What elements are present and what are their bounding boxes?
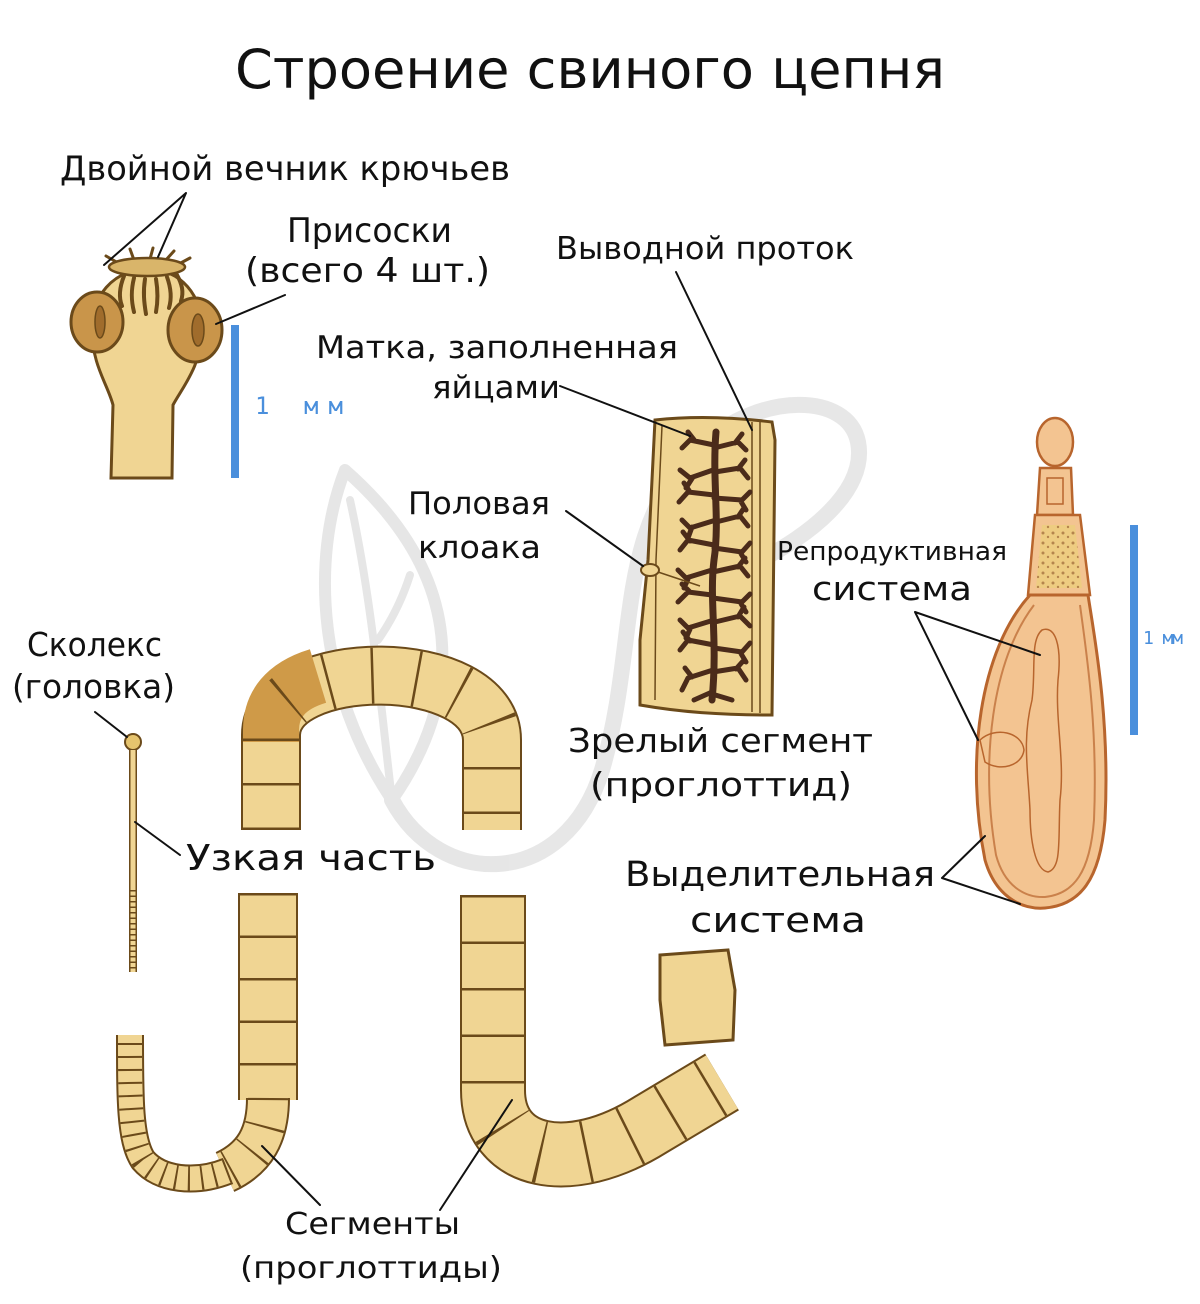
page-title: Строение свиного цепня xyxy=(235,38,945,101)
hook xyxy=(165,275,173,310)
label-mature-segment-line2: (проглоттид) xyxy=(590,765,852,804)
uterus-blob xyxy=(1025,628,1063,873)
label-mature-segment-line1: Зрелый сегмент xyxy=(568,721,873,760)
hook-crown xyxy=(107,256,187,278)
label-uterus-line1: Матка, заполненная xyxy=(316,330,678,366)
leader-hooks xyxy=(103,192,187,266)
leader-lines xyxy=(94,192,1041,1211)
leader-reproductive xyxy=(914,611,1041,741)
scale-bar-left xyxy=(231,325,239,478)
detached-segment xyxy=(658,948,737,1047)
label-scale-left: 1 мм xyxy=(255,392,343,420)
leader-uterus xyxy=(559,385,691,437)
hook xyxy=(129,276,136,314)
uterus-branches xyxy=(675,429,753,703)
label-excretory-line1: Выделительная xyxy=(625,855,935,895)
strobila-drawing xyxy=(116,645,739,1193)
label-hooks: Двойной вечник крючьев xyxy=(60,149,510,189)
label-cloaca-line1: Половая xyxy=(408,486,550,522)
segment-body xyxy=(638,415,777,717)
leader-duct xyxy=(675,271,753,431)
leader-cloaca xyxy=(565,510,644,567)
mature-segment-drawing xyxy=(638,415,777,717)
label-duct: Выводной проток xyxy=(556,231,854,267)
label-segments-line2: (проглоттиды) xyxy=(240,1251,502,1286)
label-scale-right: 1 мм xyxy=(1143,628,1183,649)
arch-dark-segments xyxy=(243,649,328,742)
label-scolex-line2: (головка) xyxy=(12,667,175,706)
sucker-right-slit xyxy=(191,313,205,347)
neck-speckle xyxy=(1036,525,1082,588)
leader-excretory xyxy=(941,835,1021,905)
label-reproductive-line1: Репродуктивная xyxy=(777,537,1007,567)
ovary-lobe xyxy=(979,731,1025,768)
label-neck: Узкая часть xyxy=(186,838,436,879)
left-curve-fill xyxy=(215,1097,288,1191)
label-suckers-line1: Присоски xyxy=(287,211,452,251)
label-uterus-line2: яйцами xyxy=(432,370,560,406)
hooks xyxy=(117,273,185,316)
leader-scolex xyxy=(94,711,128,738)
scale-bar-right xyxy=(1130,525,1138,735)
vagina-duct xyxy=(654,570,701,587)
label-segments-line1: Сегменты xyxy=(285,1207,460,1242)
scolex-drawing xyxy=(69,246,224,480)
excretory-canal-outline xyxy=(988,604,1096,899)
hook xyxy=(175,273,185,303)
hook xyxy=(117,274,126,308)
label-reproductive-line2: система xyxy=(812,569,972,608)
label-scolex-line1: Сколекс xyxy=(27,625,162,664)
gravid-proglottid-drawing xyxy=(974,416,1108,910)
hook xyxy=(141,277,148,316)
segment-left-line xyxy=(654,425,663,701)
label-excretory-line2: система xyxy=(690,901,866,941)
sucker-left-slit xyxy=(94,305,106,339)
proglottid-neck-1 xyxy=(1035,466,1075,517)
hook xyxy=(154,277,160,314)
leader-neck xyxy=(134,821,181,856)
label-cloaca-line2: клоака xyxy=(418,530,541,566)
label-suckers-line2: (всего 4 шт.) xyxy=(245,251,490,291)
genital-pore xyxy=(640,563,660,577)
right-column-lines xyxy=(462,895,738,1186)
proglottid-body xyxy=(974,593,1108,910)
leader-segments xyxy=(261,1099,513,1211)
neck-inner-organ xyxy=(1046,477,1064,505)
leader-suckers xyxy=(215,294,286,325)
tail-narrow-lines xyxy=(118,1034,233,1191)
labels: Строение свиного цепня Двойной вечник кр… xyxy=(12,38,1183,1286)
proglottid-head xyxy=(1035,416,1075,468)
